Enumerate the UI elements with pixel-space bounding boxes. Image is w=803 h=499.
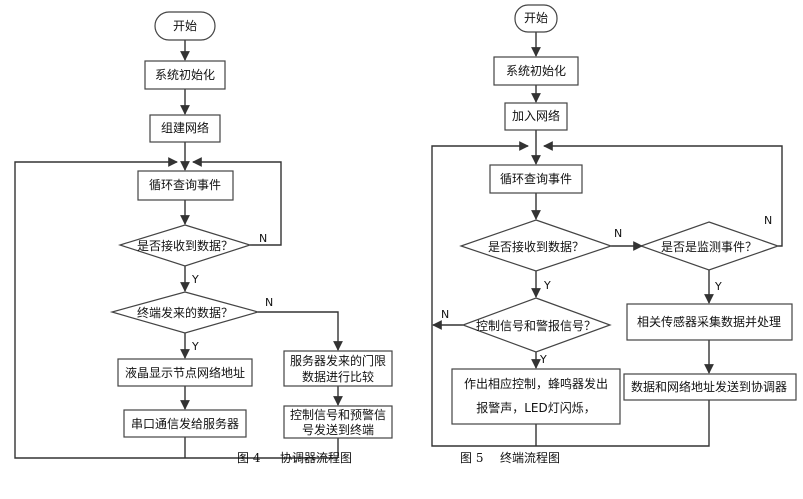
branch-y-label: Y <box>539 353 547 366</box>
figure-caption: 协调器流程图 <box>280 450 352 465</box>
branch-n-label: N <box>265 296 273 309</box>
coordinator-flowchart: 开始 系统初始化 组建网络 循环查询事件 是否接收到数据？ 终端发来的数据？ 液… <box>14 11 393 465</box>
sensor-collect-box <box>626 303 793 341</box>
loop-query-label: 循环查询事件 <box>500 172 572 186</box>
loop-query-box <box>137 170 234 201</box>
action-label-2: 报警声，LED灯闪烁， <box>476 400 596 415</box>
server-threshold-label-1: 服务器发来的门限 <box>290 353 386 368</box>
system-init-label: 系统初始化 <box>155 68 215 82</box>
server-threshold-label-2: 数据进行比较 <box>302 369 374 384</box>
figure-number: 图 4 <box>237 451 261 465</box>
start-label: 开始 <box>524 11 548 25</box>
serial-send-label: 串口通信发给服务器 <box>131 416 239 431</box>
lcd-display-label: 液晶显示节点网络地址 <box>125 365 245 380</box>
build-network-label: 组建网络 <box>161 120 209 135</box>
action-label-1: 作出相应控制，蜂鸣器发出 <box>464 376 608 391</box>
ctrl-alarm-decision-label: 控制信号和警报信号？ <box>476 318 596 333</box>
figure-number: 图 5 <box>460 451 483 465</box>
monitor-decision <box>639 221 780 271</box>
branch-y-label: Y <box>714 280 722 293</box>
join-network-box <box>504 102 568 131</box>
terminal-decision-label: 终端发来的数据？ <box>137 305 233 320</box>
terminal-decision <box>109 291 261 334</box>
figure-caption: 终端流程图 <box>500 450 560 465</box>
start-label: 开始 <box>173 19 197 33</box>
lcd-display-box <box>117 358 253 387</box>
build-network-box <box>149 114 221 143</box>
ctrl-alarm-decision <box>461 297 612 353</box>
branch-n-label: N <box>764 214 772 227</box>
sensor-collect-label: 相关传感器采集数据并处理 <box>637 314 781 329</box>
system-init-box <box>144 60 226 90</box>
system-init-label: 系统初始化 <box>506 64 566 78</box>
branch-y-label: Y <box>191 273 199 286</box>
terminal-flowchart: 开始 系统初始化 加入网络 循环查询事件 是否接收到数据？ 是否是监测事件？ 控… <box>431 4 797 465</box>
ctrl-send-label-2: 号发送到终端 <box>302 422 374 437</box>
loop-query-box <box>489 164 583 194</box>
ctrl-send-box <box>283 405 393 439</box>
loop-query-label: 循环查询事件 <box>149 178 221 192</box>
branch-n-label: N <box>441 308 449 321</box>
action-box <box>451 368 621 425</box>
received-decision <box>118 224 252 267</box>
received-decision-label: 是否接收到数据？ <box>488 239 584 254</box>
ctrl-send-label-1: 控制信号和预警信 <box>290 407 386 422</box>
start-terminator <box>154 11 216 41</box>
monitor-decision-label: 是否是监测事件？ <box>661 240 757 254</box>
serial-send-box <box>123 409 247 438</box>
join-network-label: 加入网络 <box>512 108 560 123</box>
send-coord-label: 数据和网络地址发送到协调器 <box>631 379 787 394</box>
branch-n-label: N <box>614 227 622 240</box>
server-threshold-box <box>283 350 393 387</box>
start-terminator <box>514 4 558 33</box>
send-coord-box <box>623 373 797 401</box>
system-init-box <box>493 56 579 86</box>
branch-y-label: Y <box>191 340 199 353</box>
branch-y-label: Y <box>543 279 551 292</box>
received-decision <box>459 219 613 272</box>
branch-n-label: N <box>259 232 267 245</box>
received-decision-label: 是否接收到数据？ <box>137 238 233 253</box>
